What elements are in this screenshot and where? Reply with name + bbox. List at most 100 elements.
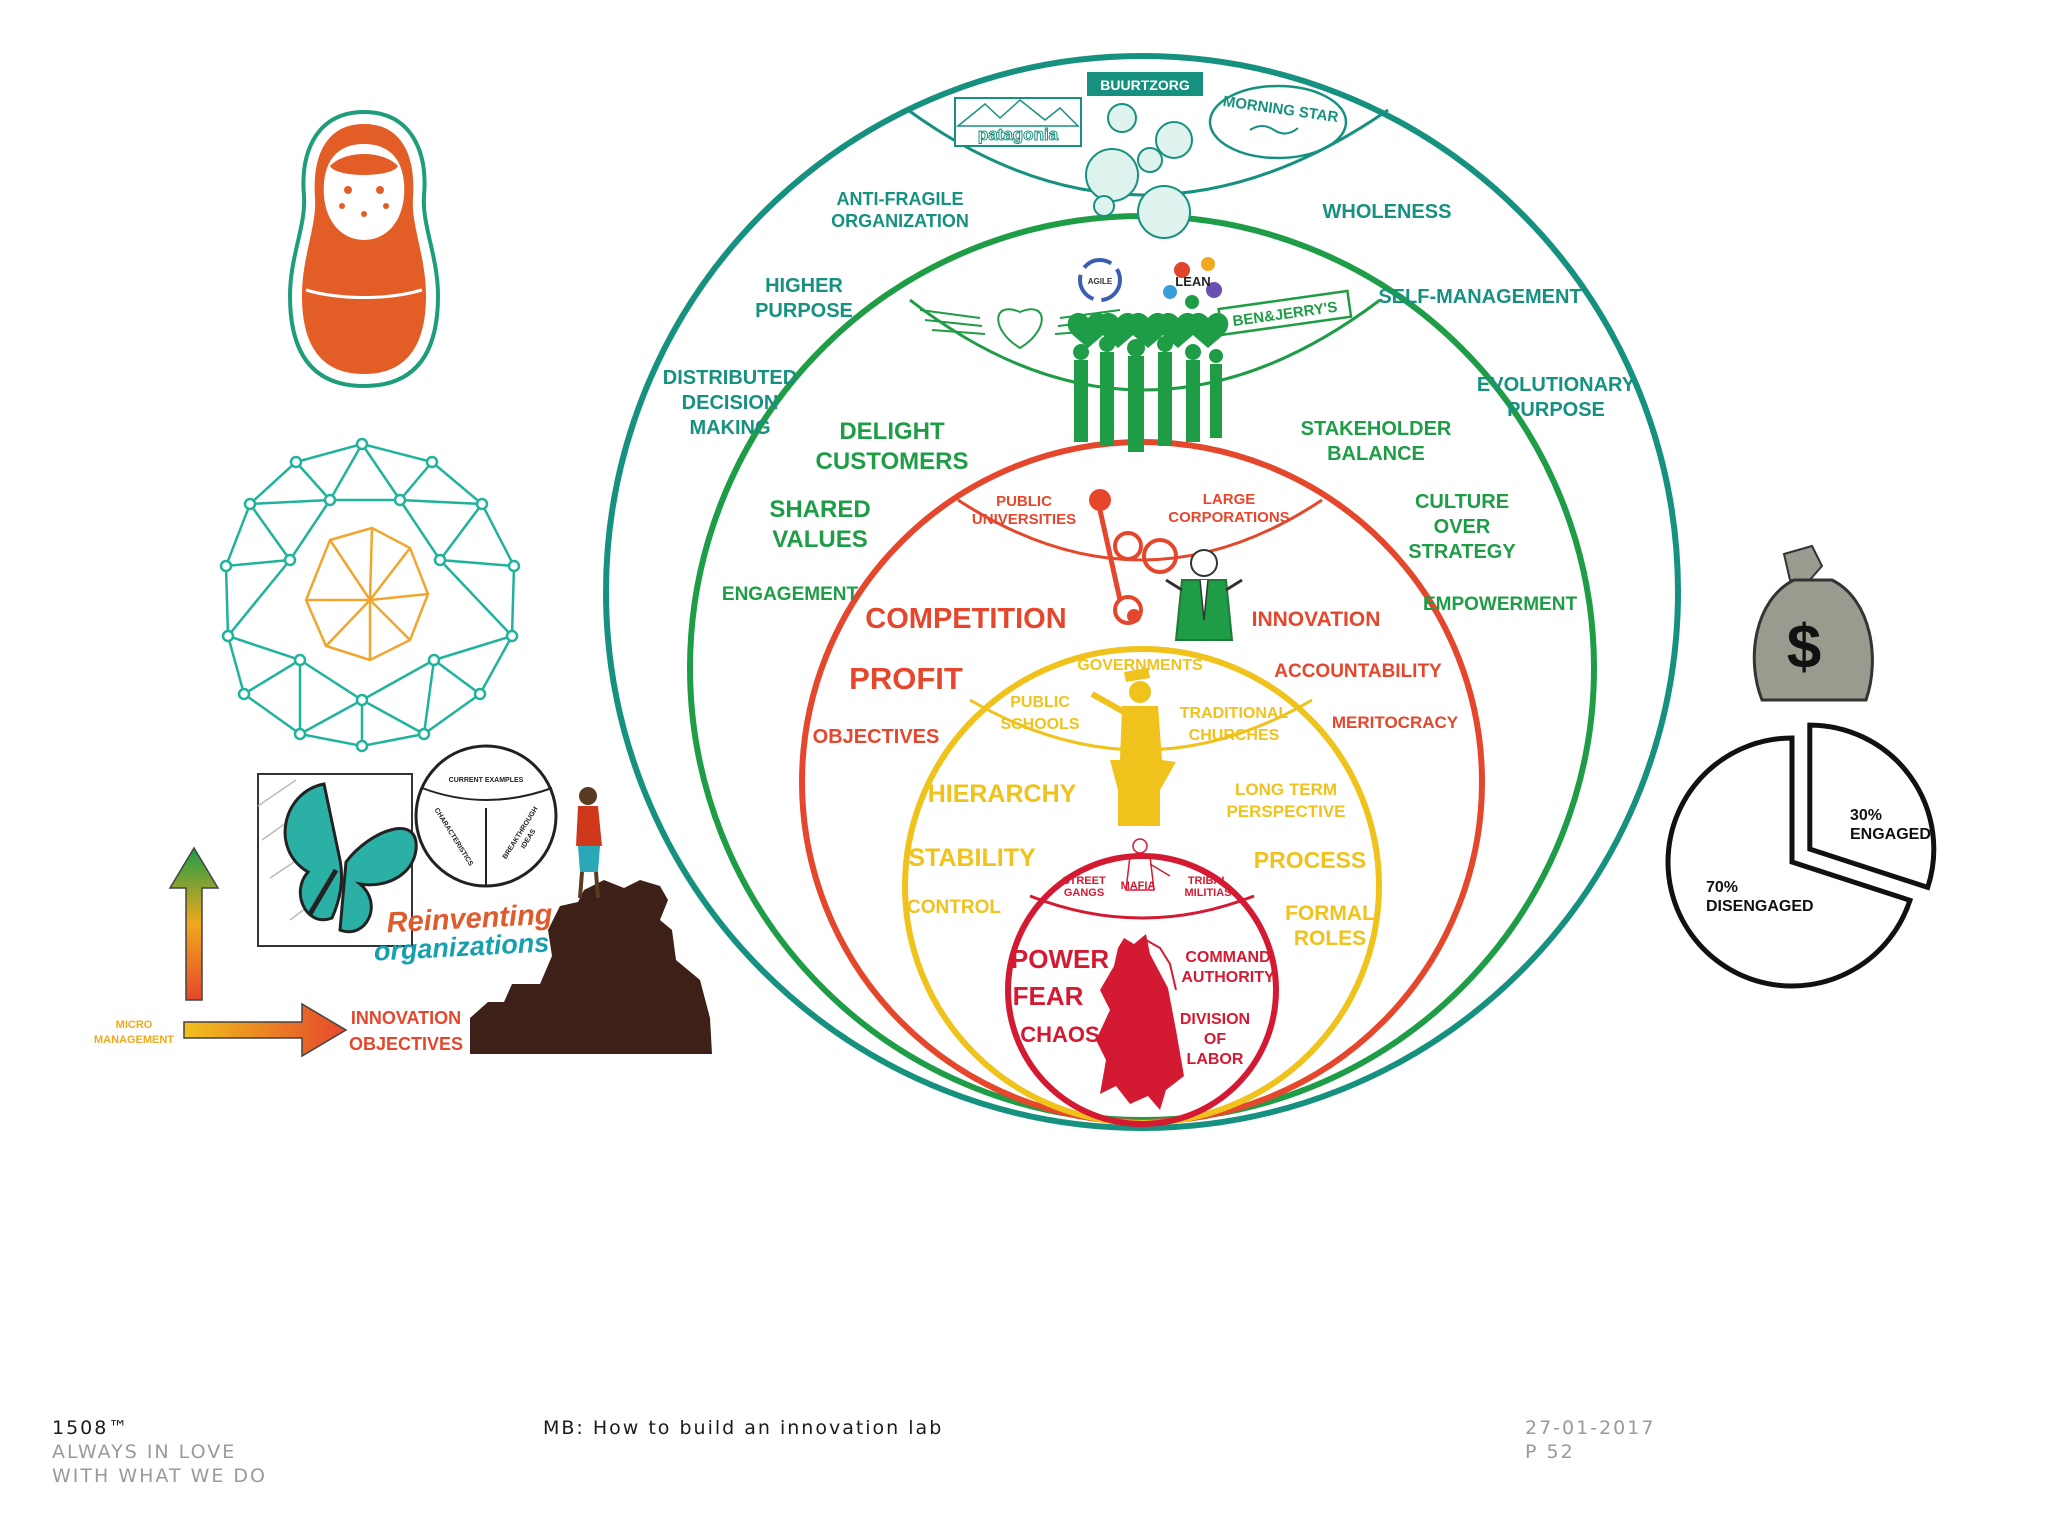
label-empowerment: EMPOWERMENT [1423, 594, 1578, 615]
label-evolutionary-purpose: PURPOSE [1507, 399, 1605, 421]
footer-tagline-2: WITH WHAT WE DO [52, 1465, 267, 1487]
label-long-term: LONG TERM [1235, 780, 1337, 799]
label-corporations: CORPORATIONS [1168, 509, 1289, 526]
model-circle-illustration: CURRENT EXAMPLES CHARACTERISTICS BREAKTH… [414, 744, 558, 888]
network-sphere-illustration [219, 437, 521, 753]
label-left-objectives: OBJECTIVES [349, 1034, 463, 1054]
axis-arrows [168, 846, 348, 1058]
orange-level: PUBLIC UNIVERSITIES LARGE CORPORATIONS C… [813, 489, 1459, 748]
orange-examples-arc [957, 498, 1323, 562]
label-meritocracy: MERITOCRACY [1332, 713, 1459, 732]
label-micro: MICRO [116, 1019, 153, 1031]
label-left-innovation: INNOVATION [351, 1008, 461, 1028]
label-division: DIVISION [1180, 1011, 1250, 1028]
label-delight: DELIGHT [839, 418, 945, 445]
rock-with-person-illustration [470, 787, 712, 1054]
label-organization: ORGANIZATION [831, 211, 969, 231]
label-delight-customers: CUSTOMERS [816, 448, 969, 475]
label-higher-purpose: PURPOSE [755, 300, 853, 322]
label-accountability: ACCOUNTABILITY [1274, 661, 1442, 682]
label-perspective: PERSPECTIVE [1226, 802, 1345, 821]
cell-bubbles-illustration [1085, 103, 1193, 239]
label-traditional: TRADITIONAL [1180, 705, 1289, 722]
label-militias: MILITIAS [1184, 887, 1231, 899]
label-large: LARGE [1203, 491, 1256, 508]
label-culture-strategy: STRATEGY [1408, 541, 1516, 563]
label-current-examples: CURRENT EXAMPLES [449, 777, 524, 784]
red-examples-arc [1029, 894, 1255, 920]
footer-title: MB: How to build an innovation lab [543, 1417, 944, 1439]
footer-title-block: MB: How to build an innovation lab [543, 1416, 943, 1440]
officer-figure-illustration [1090, 668, 1176, 826]
label-stakeholder-balance: BALANCE [1327, 443, 1425, 465]
label-mafia: MAFIA [1121, 880, 1156, 892]
label-labor: LABOR [1187, 1051, 1244, 1068]
label-tribal: TRIBAL [1188, 875, 1229, 887]
morningstar-text: MORNING STAR [1222, 93, 1340, 126]
footer-date-block: 27-01-2017 P 52 [1525, 1416, 1655, 1464]
label-competition: COMPETITION [865, 603, 1066, 635]
label-street: STREET [1062, 875, 1106, 887]
mafia-figure-illustration [1125, 838, 1171, 891]
label-public: PUBLIC [996, 493, 1052, 510]
disengaged-label: DISENGAGED [1706, 898, 1814, 915]
label-public-schools-2: SCHOOLS [1000, 716, 1079, 733]
label-fear: FEAR [1013, 981, 1084, 1011]
disengaged-slice [1665, 735, 1914, 989]
lean-text: LEAN [1175, 274, 1210, 289]
green-level: AGILE LEAN BEN&JERRY'S [722, 257, 1578, 615]
matryoshka-doll-illustration [287, 109, 441, 389]
label-self-management: SELF-MANAGEMENT [1378, 286, 1581, 308]
label-process: PROCESS [1254, 847, 1366, 873]
people-hearts-illustration [1067, 312, 1229, 452]
label-command: COMMAND [1185, 949, 1270, 966]
lean-icon: LEAN [1163, 257, 1222, 309]
label-wholeness: WHOLENESS [1323, 201, 1452, 223]
label-decision: DECISION [682, 392, 779, 414]
label-anti-fragile: ANTI-FRAGILE [837, 189, 964, 209]
label-of: OF [1204, 1031, 1226, 1048]
label-hierarchy: HIERARCHY [928, 780, 1077, 808]
buurtzorg-text: BUURTZORG [1100, 77, 1190, 93]
engagement-pie-chart: 30% ENGAGED 70% DISENGAGED [1665, 722, 1937, 989]
winged-heart-logo [919, 308, 1121, 350]
engaged-label: ENGAGED [1850, 826, 1931, 843]
engaged-slice [1807, 722, 1937, 891]
label-formal-roles: ROLES [1294, 927, 1366, 950]
gears-illustration [1089, 489, 1178, 625]
label-power: POWER [1011, 944, 1109, 974]
label-formal: FORMAL [1285, 902, 1375, 925]
label-innovation: INNOVATION [1252, 608, 1381, 631]
amber-level: GOVERNMENTS PUBLIC SCHOOLS TRADITIONAL C… [907, 657, 1375, 950]
money-bag-illustration: $ [1752, 544, 1874, 702]
horizontal-arrow [183, 1002, 348, 1058]
label-objectives: OBJECTIVES [813, 726, 940, 748]
footer-brand-block: 1508™ ALWAYS IN LOVE WITH WHAT WE DO [52, 1416, 267, 1488]
wolf-illustration [1096, 934, 1184, 1110]
ben-jerrys-logo: BEN&JERRY'S [1217, 289, 1353, 337]
engaged-percent: 30% [1850, 807, 1882, 824]
teal-level: patagonia BUURTZORG MORNING STAR ANTI-FR… [663, 72, 1636, 439]
label-stakeholder: STAKEHOLDER [1301, 418, 1452, 440]
label-culture-over: OVER [1434, 516, 1491, 538]
buurtzorg-logo: BUURTZORG [1087, 72, 1203, 96]
label-making: MAKING [689, 417, 770, 439]
label-higher: HIGHER [765, 275, 843, 297]
footer-brand: 1508™ [52, 1417, 130, 1439]
label-profit: PROFIT [849, 661, 963, 696]
label-micro-management: MANAGEMENT [94, 1034, 174, 1046]
label-evolutionary: EVOLUTIONARY [1477, 374, 1636, 396]
label-authority: AUTHORITY [1181, 969, 1275, 986]
label-shared: SHARED [769, 496, 870, 523]
agile-cycle-icon: AGILE [1078, 258, 1122, 302]
footer-date: 27-01-2017 [1525, 1417, 1656, 1439]
butterfly-illustration [257, 773, 418, 947]
footer-page: P 52 [1525, 1441, 1575, 1463]
teal-ring [603, 53, 1681, 1131]
label-governments: GOVERNMENTS [1077, 657, 1203, 674]
red-level: STREET GANGS MAFIA TRIBAL MILITIAS POWER… [1011, 838, 1275, 1110]
vertical-arrow [168, 846, 220, 1001]
label-control: CONTROL [907, 897, 1001, 918]
label-engagement: ENGAGEMENT [722, 584, 859, 605]
